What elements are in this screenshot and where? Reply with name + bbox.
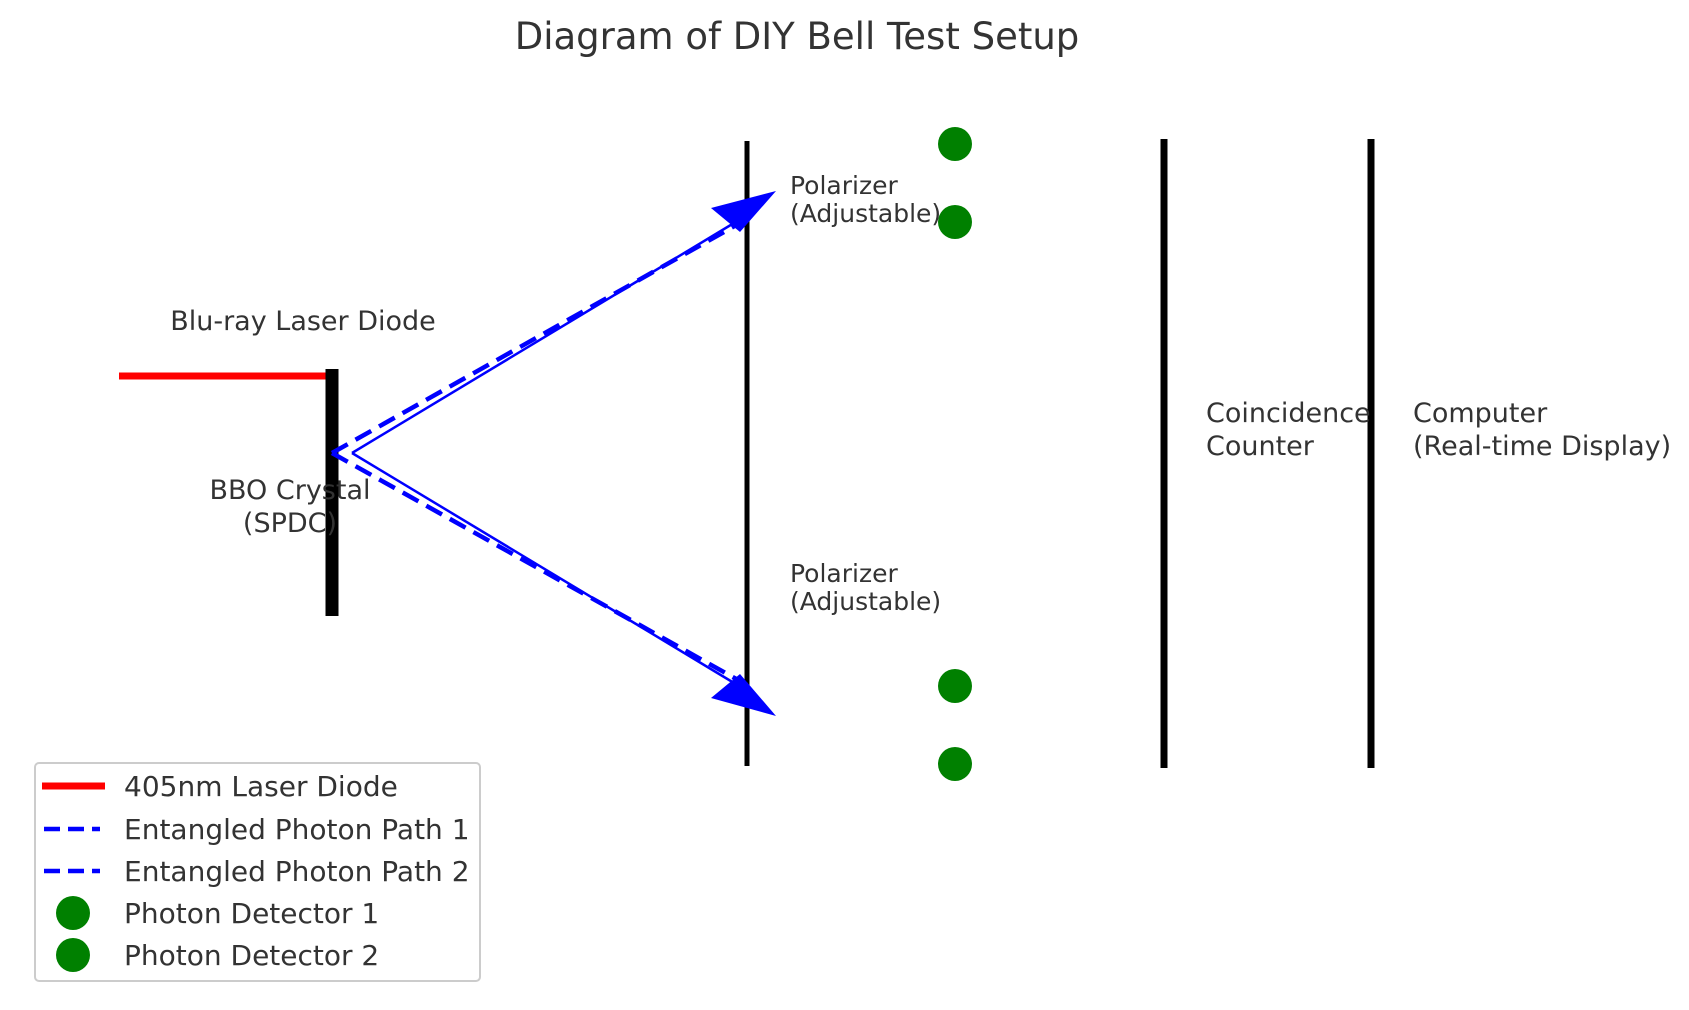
legend-path1-label: Entangled Photon Path 1 [124,813,470,846]
upper-photon-arrow [351,215,745,455]
photon-detector-dot [938,205,972,239]
photon-detector-dot [938,669,972,703]
legend-detector1-swatch [56,896,90,930]
bbo-crystal-label: BBO Crystal [209,475,370,506]
legend-detector2-label: Photon Detector 2 [124,939,379,972]
computer-sublabel: (Real-time Display) [1413,431,1671,462]
legend-detector2-swatch [56,938,90,972]
polarizer-top-sublabel: (Adjustable) [790,199,941,228]
legend-path2-label: Entangled Photon Path 2 [124,855,470,888]
lower-arrowhead [711,674,776,716]
coincidence-counter-label: Coincidence [1206,398,1371,429]
diagram-title: Diagram of DIY Bell Test Setup [515,15,1080,58]
legend-laser-label: 405nm Laser Diode [124,770,398,803]
bbo-crystal-sublabel: (SPDC) [243,508,337,539]
polarizer-bottom-sublabel: (Adjustable) [790,587,941,616]
computer-label: Computer [1413,398,1548,429]
coincidence-counter-sublabel: Counter [1206,431,1315,462]
legend-detector1-label: Photon Detector 1 [124,897,379,930]
photon-detector-dot [938,127,972,161]
upper-arrowhead [711,191,776,232]
entangled-photon-path-2 [330,451,749,687]
legend: 405nm Laser Diode Entangled Photon Path … [34,762,481,982]
laser-diode-label: Blu-ray Laser Diode [170,306,436,337]
photon-detector-dot [938,747,972,781]
polarizer-bottom-label: Polarizer [790,559,898,588]
lower-photon-arrow [351,451,745,691]
polarizer-top-label: Polarizer [790,171,898,200]
legend-frame [34,762,481,982]
